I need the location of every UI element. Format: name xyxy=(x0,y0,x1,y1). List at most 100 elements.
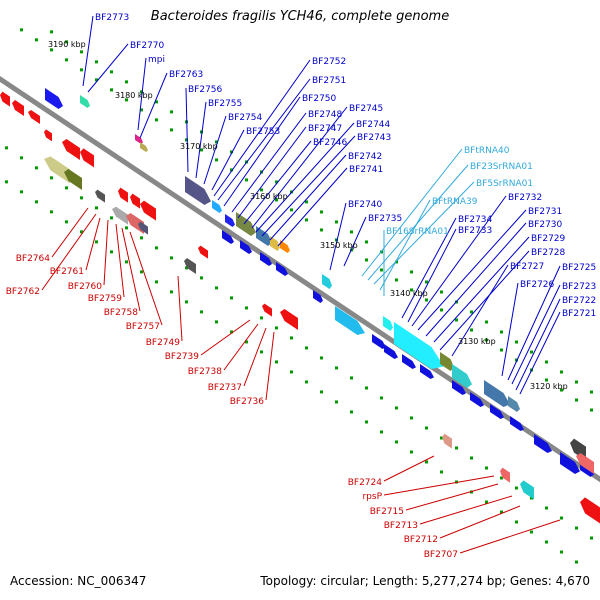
callout-line xyxy=(195,101,207,179)
gene-label: BF2749 xyxy=(146,338,181,348)
gene-label: BF2730 xyxy=(528,220,563,230)
reverse-gene-block xyxy=(520,480,534,500)
tick-dot xyxy=(50,176,53,180)
callout-line xyxy=(501,282,519,377)
gene-label: BF2770 xyxy=(130,41,165,51)
tick-dot xyxy=(155,280,158,284)
ruler-label: 3170 kbp xyxy=(180,142,218,151)
tick-dot xyxy=(65,220,68,224)
tick-dot xyxy=(260,316,263,320)
gene-label: BF2727 xyxy=(510,262,544,272)
tick-dot xyxy=(425,426,428,430)
reverse-gene-block xyxy=(0,91,10,107)
gene-label: BF2747 xyxy=(308,124,342,134)
tick-dot xyxy=(245,340,248,344)
gene-label: BF2736 xyxy=(230,397,265,407)
tick-dot xyxy=(530,350,533,354)
callout-line xyxy=(203,115,227,185)
forward-gene-block xyxy=(80,95,90,109)
forward-gene-block xyxy=(140,142,148,153)
tick-dot xyxy=(110,70,113,74)
tick-dot xyxy=(440,436,443,440)
tick-dot xyxy=(125,260,128,264)
gene-label: BF2748 xyxy=(308,110,343,120)
tick-dot xyxy=(230,296,233,300)
tick-dot xyxy=(95,60,98,64)
tick-dot xyxy=(35,166,38,170)
callout-line xyxy=(85,217,101,271)
tick-dot xyxy=(545,378,548,382)
reverse-gene-block xyxy=(576,453,594,475)
callout-line xyxy=(451,264,509,357)
tick-dot xyxy=(260,350,263,354)
gene-label: BF2754 xyxy=(228,113,263,123)
callout-line xyxy=(87,43,129,93)
tick-dot xyxy=(185,138,188,142)
tick-dot xyxy=(320,390,323,394)
tick-dot xyxy=(515,340,518,344)
tick-dot xyxy=(125,80,128,84)
tick-dot xyxy=(560,516,563,520)
forward-gene-block xyxy=(236,212,256,237)
callout-line xyxy=(231,112,307,213)
tick-dot xyxy=(485,320,488,324)
gene-label: BF2741 xyxy=(349,165,383,175)
tick-dot xyxy=(200,130,203,134)
tick-marks xyxy=(5,28,593,564)
reverse-gene-block xyxy=(12,100,24,117)
forward-gene-block xyxy=(440,352,454,372)
gene-label: BF2737 xyxy=(208,383,242,393)
gene-label: BF2740 xyxy=(348,200,383,210)
callout-line xyxy=(237,126,307,219)
tick-dot xyxy=(305,380,308,384)
callout-line xyxy=(211,129,245,191)
reverse-gene-block xyxy=(126,213,144,235)
gene-label: BF2721 xyxy=(562,309,596,319)
callout-line xyxy=(177,275,183,342)
callout-line xyxy=(251,106,348,229)
tick-dot xyxy=(110,216,113,220)
gene-label: BF2750 xyxy=(302,94,337,104)
gene-label: BF2715 xyxy=(370,507,404,517)
gene-label: BF2739 xyxy=(165,352,200,362)
tick-dot xyxy=(455,446,458,450)
tick-dot xyxy=(395,406,398,410)
tick-dot xyxy=(170,290,173,294)
callout-line xyxy=(507,265,561,381)
gene-label: BF2744 xyxy=(356,120,391,130)
tick-dot xyxy=(515,486,518,490)
ruler-label: 3190 kbp xyxy=(48,40,86,49)
callout-line xyxy=(511,284,561,385)
tick-dot xyxy=(590,408,593,412)
tick-dot xyxy=(425,460,428,464)
callout-line xyxy=(121,227,141,312)
tick-dot xyxy=(65,186,68,190)
tick-dot xyxy=(350,376,353,380)
tick-dot xyxy=(290,208,293,212)
forward-gene-block xyxy=(313,290,323,304)
tick-dot xyxy=(200,276,203,280)
tick-dot xyxy=(395,278,398,282)
callout-line xyxy=(519,311,561,395)
forward-gene-block xyxy=(510,416,524,432)
callout-line xyxy=(277,167,348,247)
tick-dot xyxy=(575,398,578,402)
genome-backbone xyxy=(0,75,600,483)
forward-gene-block xyxy=(270,236,280,252)
gene-label: BF2757 xyxy=(126,322,160,332)
tick-dot xyxy=(140,90,143,94)
gene-label: BF2759 xyxy=(88,294,123,304)
tick-dot xyxy=(170,110,173,114)
forward-gene-block xyxy=(508,396,520,413)
callout-line xyxy=(433,236,530,343)
tick-dot xyxy=(305,218,308,222)
tick-dot xyxy=(500,510,503,514)
tick-dot xyxy=(530,496,533,500)
tick-dot xyxy=(545,506,548,510)
forward-gene-block xyxy=(534,434,552,454)
reverse-gene-block xyxy=(118,187,128,203)
tick-dot xyxy=(170,128,173,132)
forward-gene-block xyxy=(280,240,290,254)
callout-line xyxy=(265,331,275,401)
forward-gene-block xyxy=(560,452,580,475)
